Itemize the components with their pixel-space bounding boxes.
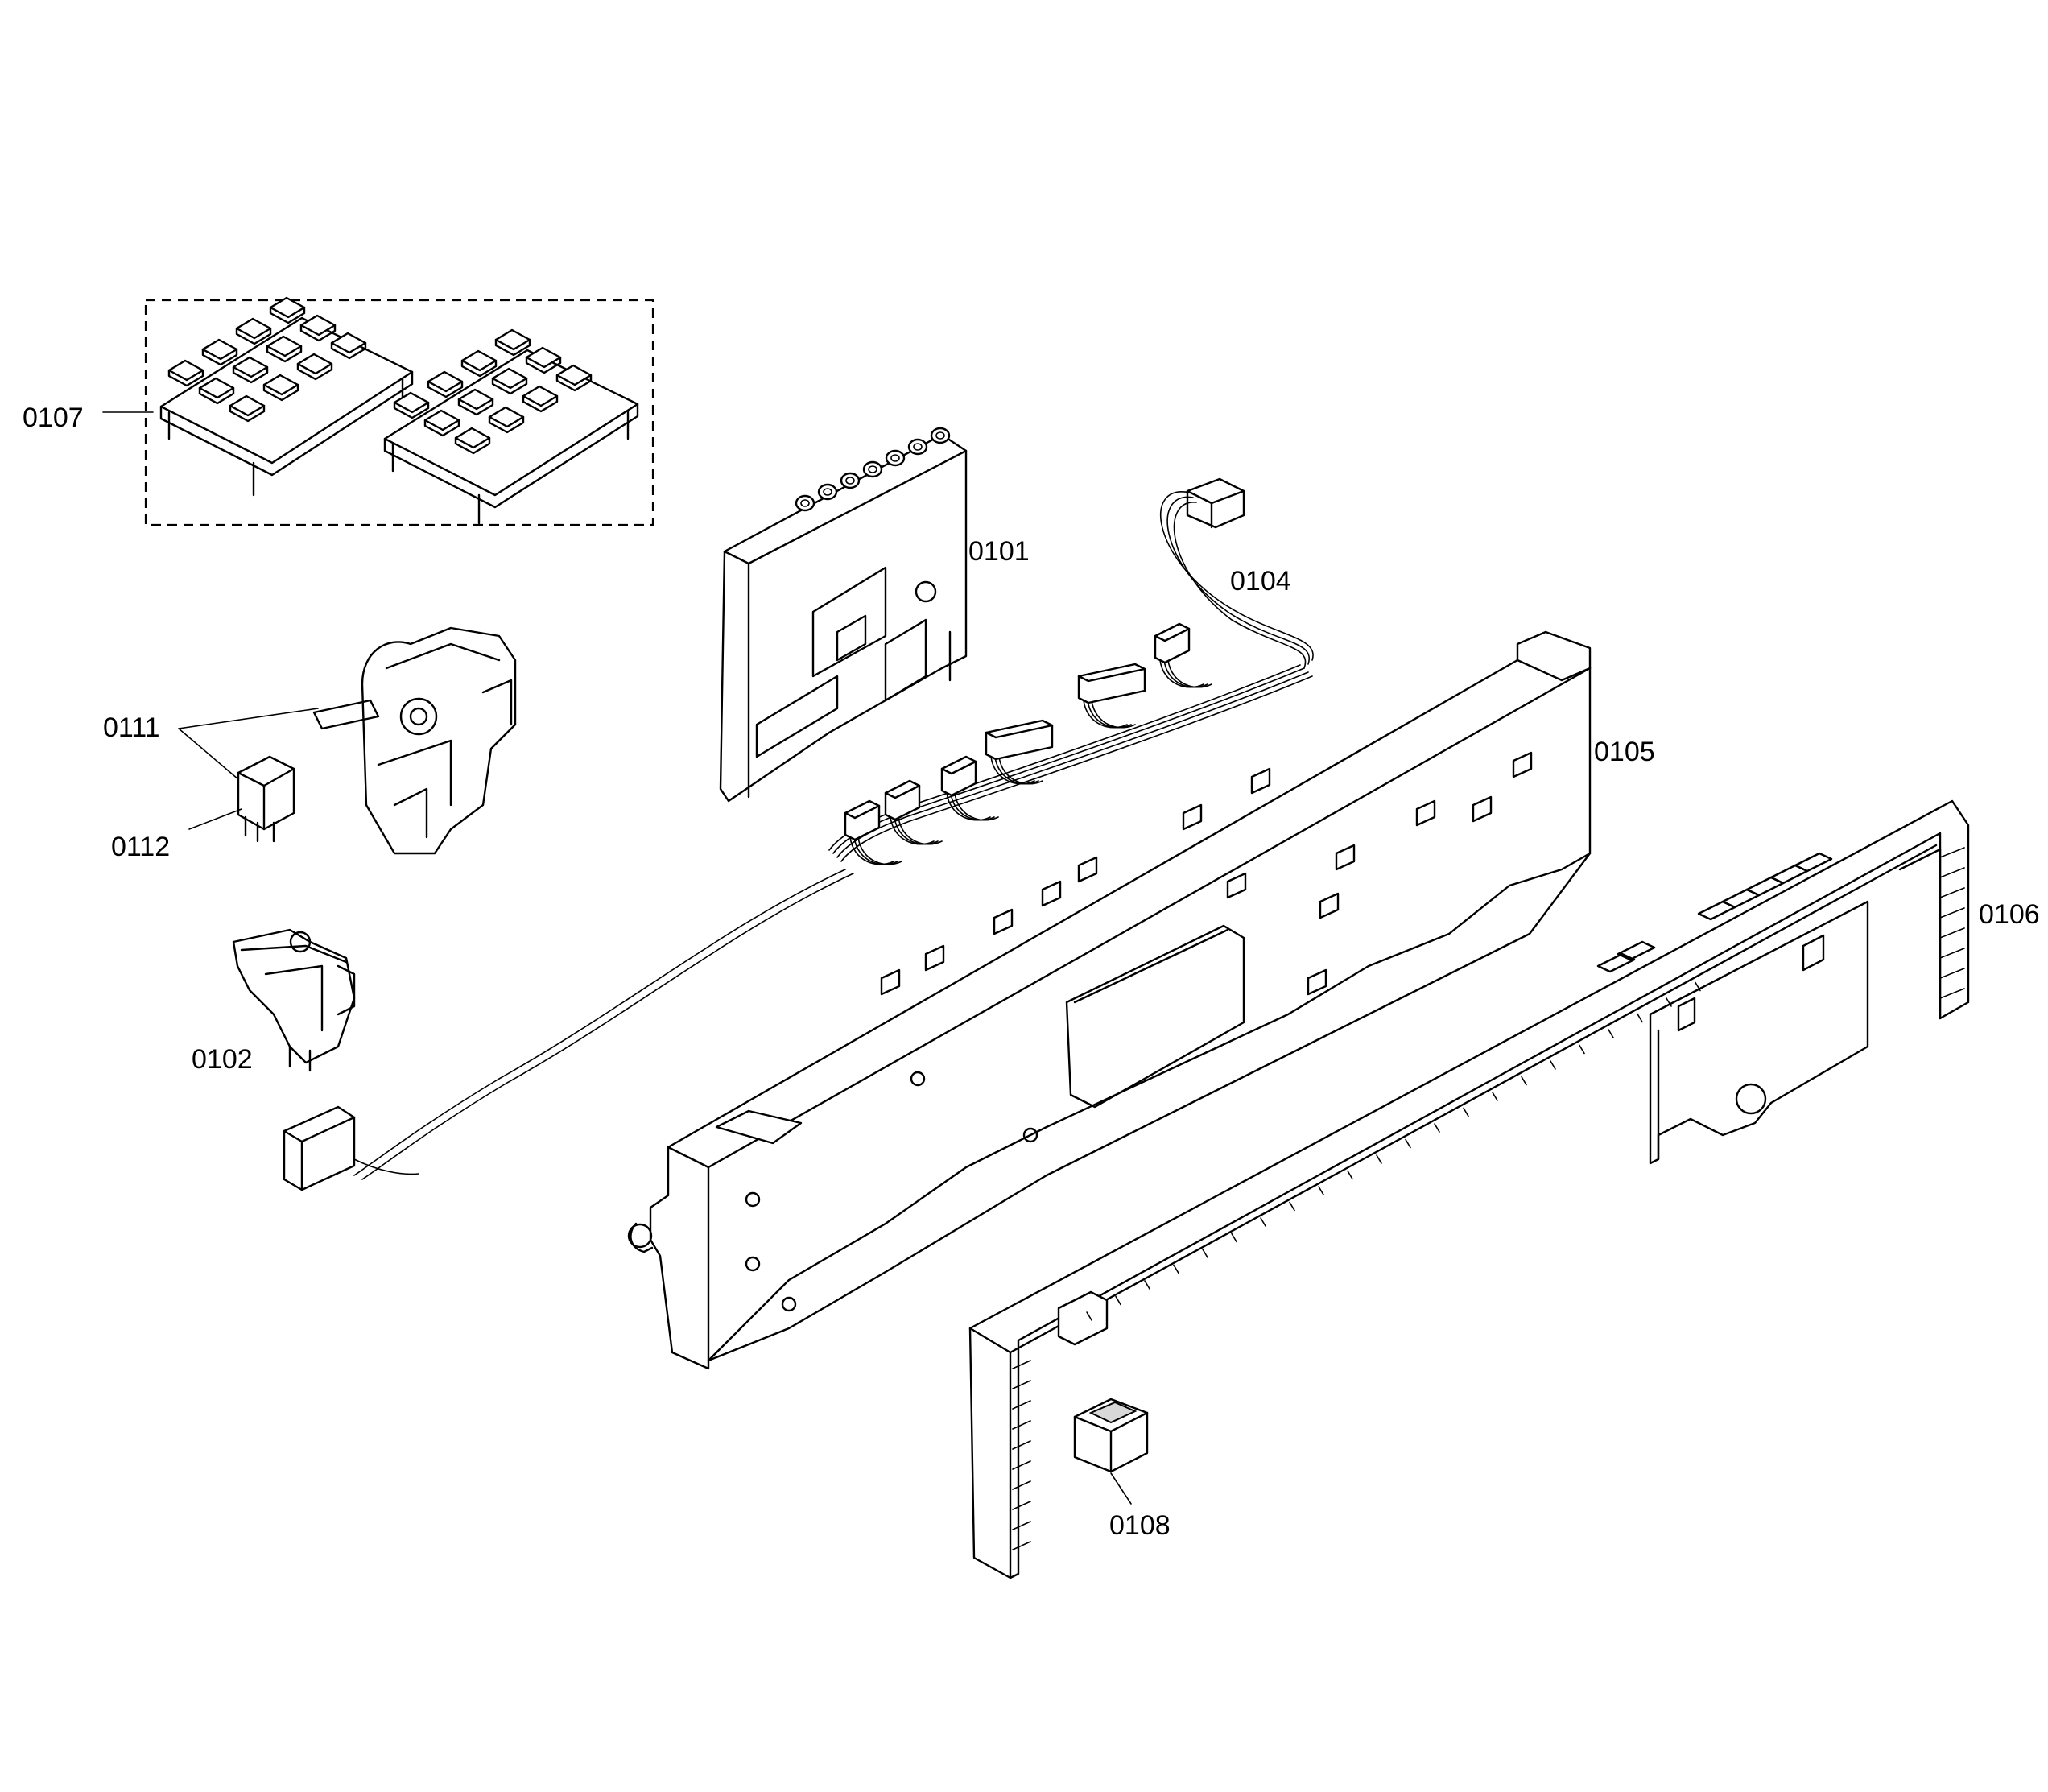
leader-0108 xyxy=(1110,1472,1132,1505)
label-0111: 0111 xyxy=(103,712,160,743)
label-0104: 0104 xyxy=(1230,566,1291,597)
part-0111-door-lock[interactable] xyxy=(312,626,517,855)
keypad-left xyxy=(159,296,414,497)
leaders-0111 xyxy=(178,708,319,830)
part-0112-micro-switch[interactable] xyxy=(237,755,295,843)
part-0105-fascia-panel[interactable] xyxy=(627,630,1592,1370)
part-0108-block[interactable] xyxy=(1073,1398,1149,1473)
part-0104-wire-harness[interactable] xyxy=(283,477,1314,1191)
label-0107: 0107 xyxy=(23,403,84,433)
label-0108: 0108 xyxy=(1109,1510,1171,1541)
label-0106: 0106 xyxy=(1979,899,2040,930)
label-0101: 0101 xyxy=(968,536,1030,567)
part-0106-fascia-trim[interactable] xyxy=(968,799,1970,1579)
part-0102-switch[interactable] xyxy=(232,928,356,1072)
part-0101-control-module[interactable] xyxy=(719,427,968,803)
label-0102: 0102 xyxy=(192,1044,253,1075)
label-0112: 0112 xyxy=(111,832,170,862)
label-0105: 0105 xyxy=(1594,737,1655,767)
part-0107-keypads[interactable] xyxy=(144,296,654,526)
